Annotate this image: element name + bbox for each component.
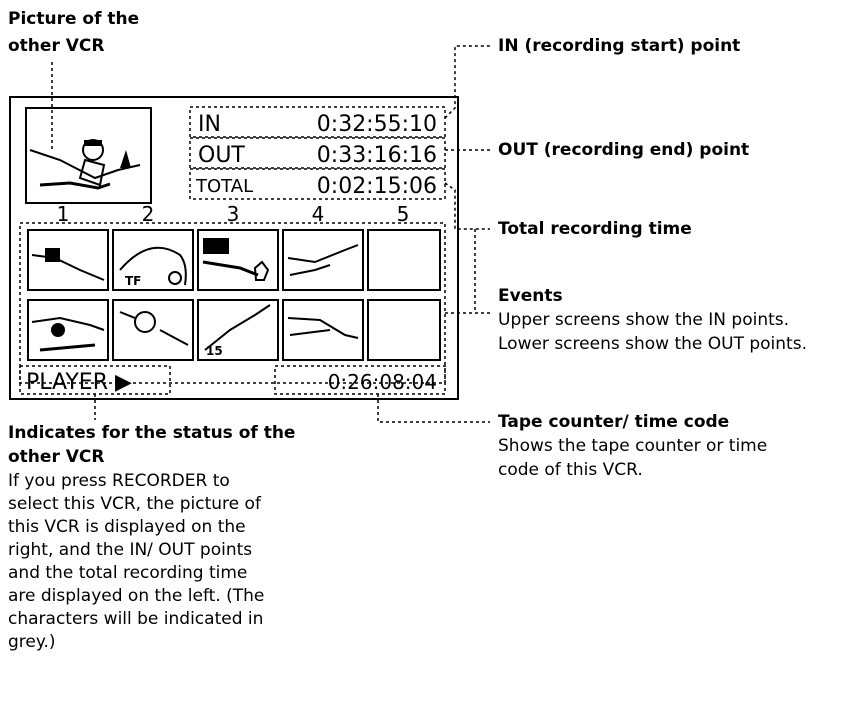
event-in-thumb-2: TF — [113, 230, 193, 290]
status-desc-line: are displayed on the left. (The — [8, 585, 338, 608]
event-out-thumb-3: 15 — [198, 300, 278, 360]
status-desc-line: characters will be indicated in — [8, 608, 338, 631]
in-label: IN — [198, 112, 221, 137]
status-desc-line: select this VCR, the picture of — [8, 493, 338, 516]
player-status-text: PLAYER ▶ — [26, 370, 132, 395]
event-in-thumb-4 — [283, 230, 363, 290]
picture-callout-title-1: Picture of the — [8, 8, 139, 31]
status-desc-line: and the total recording time — [8, 562, 338, 585]
event-in-thumb-1 — [28, 230, 108, 290]
event-out-thumb-5 — [368, 300, 440, 360]
in-time: 0:32:55:10 — [317, 112, 437, 137]
counter-callout-desc-2: code of this VCR. — [498, 459, 643, 482]
event-out-thumb-4 — [283, 300, 363, 360]
events-callout-desc-1: Upper screens show the IN points. — [498, 309, 789, 332]
other-vcr-picture — [26, 108, 151, 203]
total-time: 0:02:15:06 — [317, 174, 437, 199]
in-point-callout: IN (recording start) point — [498, 35, 740, 58]
status-callout-title-1: Indicates for the status of the — [8, 422, 295, 445]
events-callout-desc-2: Lower screens show the OUT points. — [498, 333, 807, 356]
event-in-thumb-5 — [368, 230, 440, 290]
status-desc-line: grey.) — [8, 631, 338, 654]
events-callout-title: Events — [498, 285, 563, 308]
out-label: OUT — [198, 143, 245, 168]
counter-callout-title: Tape counter/ time code — [498, 411, 729, 434]
counter-callout-desc-1: Shows the tape counter or time — [498, 435, 767, 458]
status-desc-line: right, and the IN/ OUT points — [8, 539, 338, 562]
out-point-box: OUT 0:33:16:16 — [190, 138, 445, 168]
status-desc-line: If you press RECORDER to — [8, 470, 338, 493]
svg-text:TF: TF — [125, 274, 141, 288]
out-time: 0:33:16:16 — [317, 143, 437, 168]
picture-callout-title-2: other VCR — [8, 35, 104, 58]
total-label: TOTAL — [195, 176, 253, 197]
status-callout-title-2: other VCR — [8, 446, 104, 469]
status-desc-line: this VCR is displayed on the — [8, 516, 338, 539]
event-in-thumb-3 — [198, 230, 278, 290]
svg-text:15: 15 — [206, 344, 223, 358]
event-out-thumb-2 — [113, 300, 193, 360]
out-point-callout: OUT (recording end) point — [498, 139, 749, 162]
event-out-thumb-1 — [28, 300, 108, 360]
total-time-callout: Total recording time — [498, 218, 692, 241]
status-callout-desc: If you press RECORDER to select this VCR… — [8, 470, 338, 654]
tape-counter-text: 0:26:08:04 — [328, 370, 437, 394]
